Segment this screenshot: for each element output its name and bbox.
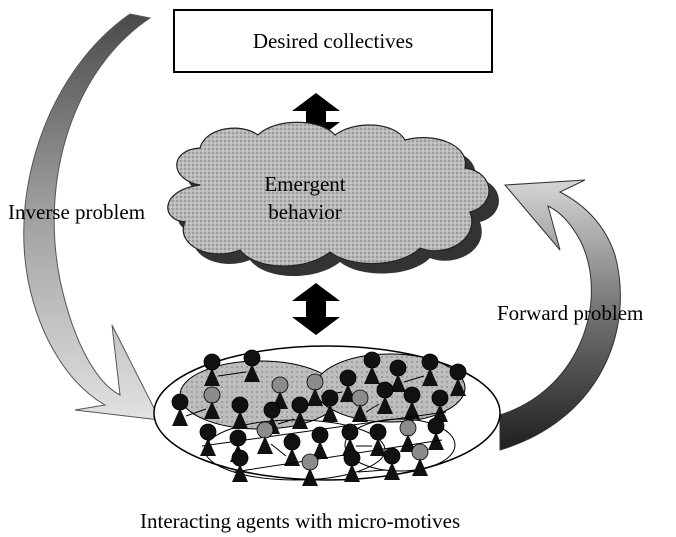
agent-icon [399, 419, 417, 452]
interaction-link [270, 443, 287, 457]
agents-network [153, 345, 501, 486]
agent-icon [351, 389, 369, 422]
desired-collectives-label: Desired collectives [252, 28, 414, 53]
agent-icon [203, 386, 221, 419]
agent-icon [411, 443, 429, 476]
agent-icon [256, 421, 274, 454]
double-arrow-icon [292, 283, 340, 335]
inverse-problem-label: Inverse problem [8, 200, 146, 224]
agent-icon [306, 373, 324, 406]
interaction-link [277, 418, 295, 425]
agent-icon [383, 447, 401, 480]
cloud-label-line1: Emergent [264, 172, 345, 196]
interaction-link [217, 371, 247, 377]
agent-icon [389, 359, 407, 392]
inverse-problem-arrow [23, 13, 161, 421]
cloud-label-line2: behavior [268, 200, 341, 224]
interaction-link [403, 375, 425, 383]
agent-icon [363, 351, 381, 384]
agent-icon [243, 349, 261, 382]
agent-icon [283, 433, 301, 466]
forward-problem-label: Forward problem [497, 301, 644, 325]
agents-layer [171, 349, 467, 486]
agent-icon [321, 389, 339, 422]
agents-caption: Interacting agents with micro-motives [140, 509, 461, 533]
interaction-link [365, 403, 380, 413]
agent-icon [231, 449, 249, 482]
agent-icon [449, 363, 467, 396]
cloud-icon [167, 121, 499, 277]
agent-icon [171, 393, 189, 426]
agent-icon [369, 423, 387, 456]
desired-collectives-box: Desired collectives [173, 9, 493, 73]
forward-problem-arrow [499, 179, 621, 451]
interaction-link [357, 469, 387, 473]
interaction-link [185, 408, 207, 417]
interaction-link [233, 439, 443, 473]
agent-icon [343, 449, 361, 482]
agent-icon [376, 381, 394, 414]
agent-icon [311, 426, 329, 459]
agent-icon [301, 453, 319, 486]
agent-icon [403, 386, 421, 419]
agent-icon [231, 396, 249, 429]
agent-icon [199, 423, 217, 456]
agent-icon [203, 353, 221, 386]
agent-icon [291, 396, 309, 429]
agent-icon [421, 353, 439, 386]
